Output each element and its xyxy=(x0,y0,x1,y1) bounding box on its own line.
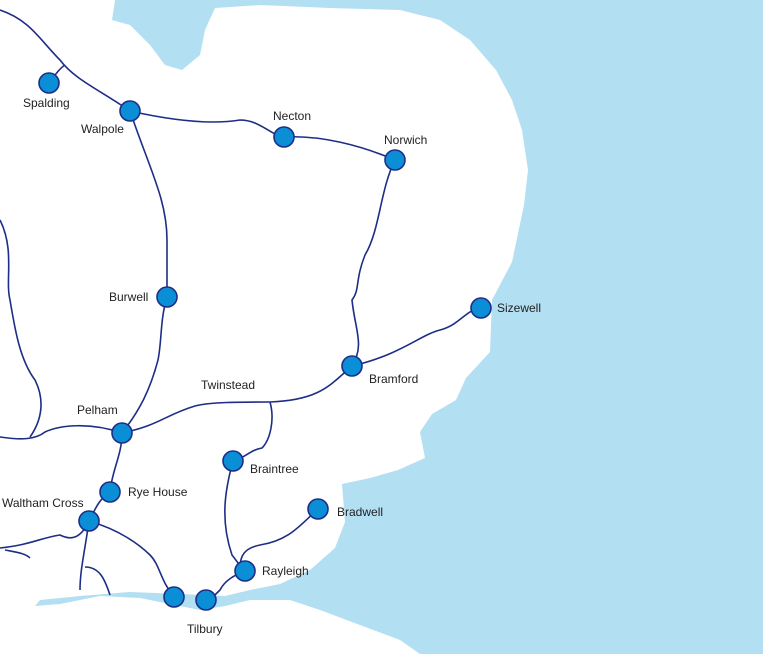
line xyxy=(129,110,396,161)
label-tilbury: Tilbury xyxy=(187,622,223,636)
label-rye-house: Rye House xyxy=(128,485,188,499)
label-necton: Necton xyxy=(273,109,312,123)
substations xyxy=(38,72,492,611)
label-spalding: Spalding xyxy=(23,96,70,110)
label-braintree: Braintree xyxy=(250,462,299,476)
line xyxy=(84,566,111,596)
line xyxy=(0,9,131,112)
node-bramford[interactable] xyxy=(341,355,363,377)
node-spalding[interactable] xyxy=(38,72,60,94)
label-sizewell: Sizewell xyxy=(497,301,542,315)
node-tilbury-west[interactable] xyxy=(163,586,185,608)
node-necton[interactable] xyxy=(273,126,295,148)
line xyxy=(239,508,319,569)
line xyxy=(351,159,396,367)
label-pelham: Pelham xyxy=(77,403,118,417)
line xyxy=(0,520,90,549)
line xyxy=(129,110,168,297)
node-pelham[interactable] xyxy=(111,422,133,444)
sea xyxy=(35,0,763,654)
line xyxy=(88,432,123,522)
line xyxy=(121,365,353,434)
line xyxy=(224,460,246,572)
line xyxy=(4,549,31,559)
line xyxy=(88,520,175,598)
node-burwell[interactable] xyxy=(156,286,178,308)
label-twinstead: Twinstead xyxy=(201,378,256,392)
node-sizewell[interactable] xyxy=(470,297,492,319)
label-burwell: Burwell xyxy=(109,290,149,304)
label-waltham-cross: Waltham Cross xyxy=(2,496,84,510)
label-bradwell: Bradwell xyxy=(337,505,384,519)
label-norwich: Norwich xyxy=(384,133,428,147)
node-rayleigh[interactable] xyxy=(234,560,256,582)
node-bradwell[interactable] xyxy=(307,498,329,520)
node-rye-house[interactable] xyxy=(99,481,121,503)
node-walpole[interactable] xyxy=(119,100,141,122)
label-bramford: Bramford xyxy=(369,372,419,386)
node-tilbury[interactable] xyxy=(195,589,217,611)
node-norwich[interactable] xyxy=(384,149,406,171)
line xyxy=(0,424,123,440)
node-braintree[interactable] xyxy=(222,450,244,472)
line xyxy=(351,307,482,367)
transmission-lines xyxy=(0,9,482,601)
node-waltham-cross[interactable] xyxy=(78,510,100,532)
label-rayleigh: Rayleigh xyxy=(262,564,309,578)
line xyxy=(121,296,168,434)
line xyxy=(0,219,42,438)
label-walpole: Walpole xyxy=(81,122,124,136)
